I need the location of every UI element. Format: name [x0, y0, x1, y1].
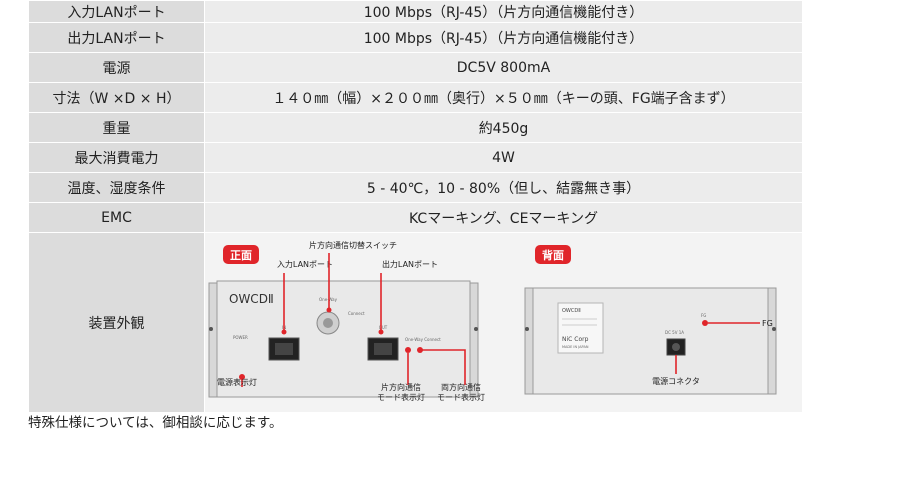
panel-fg-text: FG [701, 313, 706, 318]
out-port-label: 出力LANポート [382, 259, 438, 269]
spec-row-appearance: 装置外観 正面 片方向通信切替スイッチ 入力LANポート 出力LANポート OW… [28, 232, 803, 413]
spec-label: 出力LANポート [28, 22, 205, 53]
spec-label: 寸法（W ×D × H） [28, 82, 205, 113]
spec-value: 5 - 40℃，10 - 80%（但し、結露無き事） [204, 172, 803, 203]
spec-label: EMC [28, 202, 205, 233]
key-switch-core [323, 318, 333, 328]
device-sticker [557, 302, 604, 354]
power-connector-hole [672, 343, 680, 351]
front-view: 正面 片方向通信切替スイッチ 入力LANポート 出力LANポート OWCDⅡ P… [208, 240, 485, 402]
back-badge-label: 背面 [542, 248, 564, 262]
panel-small-text: One-Way Connect [405, 337, 441, 342]
panel-out-text: OUT [379, 325, 388, 330]
spec-row: 出力LANポート 100 Mbps（RJ-45）（片方向通信機能付き） [28, 22, 803, 53]
spec-row: 寸法（W ×D × H） １４０㎜（幅）×２００㎜（奥行）×５０㎜（キーの頭、F… [28, 82, 803, 113]
front-panel [216, 280, 471, 398]
switch-label: 片方向通信切替スイッチ [309, 240, 397, 250]
sticker-model: OWCDⅡ [562, 308, 581, 314]
back-view: 背面 OWCDⅡ NiC Corp MADE IN JAPAN FG DC 5V… [524, 245, 777, 395]
back-callout-lines [675, 322, 760, 374]
spec-label: 重量 [28, 112, 205, 143]
screw-icon [525, 327, 529, 331]
spec-value: DC5V 800mA [204, 52, 803, 83]
callout-dot [281, 329, 287, 335]
spec-row: EMC KCマーキング、CEマーキング [28, 202, 803, 233]
two-way-led-label-1: 両方向通信 [441, 382, 481, 392]
spec-value: 約450g [204, 112, 803, 143]
spec-row: 入力LANポート 100 Mbps（RJ-45）（片方向通信機能付き） [28, 0, 803, 23]
panel-dc-text: DC 5V 1A [665, 330, 684, 335]
spec-value: 100 Mbps（RJ-45）（片方向通信機能付き） [204, 22, 803, 53]
device-illustration: 正面 片方向通信切替スイッチ 入力LANポート 出力LANポート OWCDⅡ P… [208, 240, 777, 402]
special-spec-note: 特殊仕様については、御相談に応じます。 [28, 415, 283, 431]
spec-row: 最大消費電力 4W [28, 142, 803, 173]
connector-label: 電源コネクタ [652, 377, 700, 386]
callout-dot [378, 329, 384, 335]
spec-label: 装置外観 [28, 232, 205, 413]
appearance-images: 正面 片方向通信切替スイッチ 入力LANポート 出力LANポート OWCDⅡ P… [204, 232, 803, 413]
sticker-made: MADE IN JAPAN [562, 345, 589, 349]
spec-label: 入力LANポート [28, 0, 205, 23]
back-badge [535, 245, 571, 264]
panel-connect-text: Connect [348, 311, 365, 316]
spec-label: 電源 [28, 52, 205, 83]
front-badge [223, 245, 259, 264]
power-led-label: 電源表示灯 [217, 377, 257, 387]
one-way-led-label-1: 片方向通信 [381, 382, 421, 392]
spec-row: 電源 DC5V 800mA [28, 52, 803, 83]
screw-icon [772, 327, 776, 331]
spec-value: KCマーキング、CEマーキング [204, 202, 803, 233]
spec-value: 100 Mbps（RJ-45）（片方向通信機能付き） [204, 0, 803, 23]
spec-table: 入力LANポート 100 Mbps（RJ-45）（片方向通信機能付き） 出力LA… [28, 0, 803, 413]
two-way-led-label-2: モード表示灯 [437, 392, 485, 402]
spec-label: 最大消費電力 [28, 142, 205, 173]
screw-icon [209, 327, 213, 331]
callout-lines [241, 253, 466, 387]
spec-value: 4W [204, 142, 803, 173]
screw-icon [474, 327, 478, 331]
fg-terminal-icon [702, 320, 708, 326]
sticker-brand: NiC Corp [562, 336, 589, 343]
one-way-led-label-2: モード表示灯 [377, 392, 425, 402]
callout-dot [326, 307, 332, 313]
front-model-text: OWCDⅡ [229, 292, 274, 306]
spec-row: 重量 約450g [28, 112, 803, 143]
spec-row: 温度、湿度条件 5 - 40℃，10 - 80%（但し、結露無き事） [28, 172, 803, 203]
one-way-led-icon [405, 347, 411, 353]
in-port-label: 入力LANポート [277, 259, 333, 269]
fg-label: FG [762, 319, 773, 328]
spec-value: １４０㎜（幅）×２００㎜（奥行）×５０㎜（キーの頭、FG端子含まず） [204, 82, 803, 113]
panel-power-text: POWER [233, 335, 248, 340]
spec-label: 温度、湿度条件 [28, 172, 205, 203]
front-badge-label: 正面 [230, 249, 252, 262]
power-led-icon [239, 374, 245, 380]
out-port-socket [374, 343, 392, 355]
in-port-socket [275, 343, 293, 355]
